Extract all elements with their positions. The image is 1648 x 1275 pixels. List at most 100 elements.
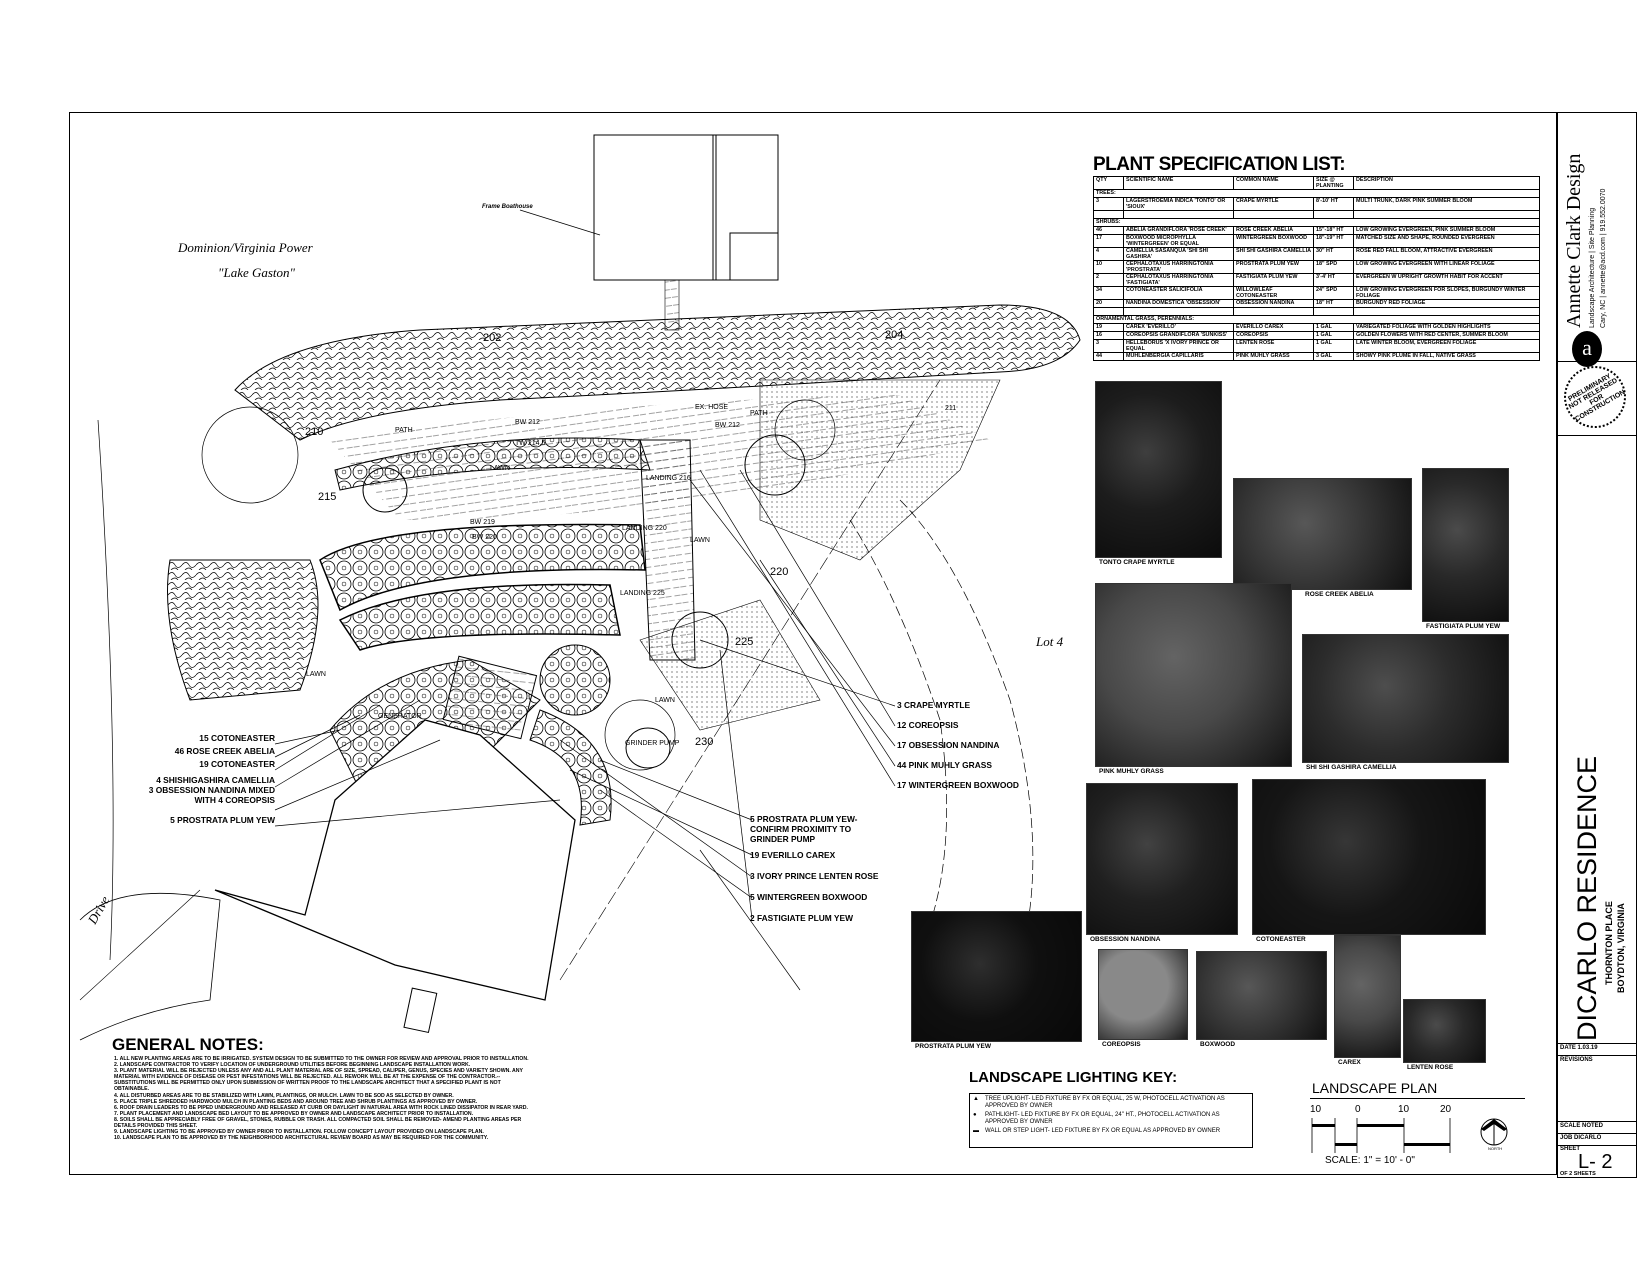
north-arrow-icon: [1480, 1118, 1508, 1146]
drive-label: Drive: [84, 893, 112, 927]
table-cell: 3: [1093, 339, 1124, 353]
plant-photo: [1403, 999, 1486, 1063]
project-title: DICARLO RESIDENCE: [1572, 755, 1602, 1041]
table-cell: SCIENTIFIC NAME: [1123, 176, 1234, 190]
table-cell: 2: [1093, 273, 1124, 287]
section-row: SHRUBS:: [1093, 218, 1540, 227]
table-cell: ROSE RED FALL BLOOM, ATTRACTIVE EVERGREE…: [1353, 247, 1540, 261]
table-cell: 3'-4' HT: [1313, 273, 1354, 287]
table-cell: 15"-18" HT: [1313, 226, 1354, 235]
callouts-right-top: 3 CRAPE MYRTLE 12 COREOPSIS 17 OBSESSION…: [897, 700, 1019, 790]
blank-row: [1093, 210, 1540, 219]
table-cell: BOXWOOD MICROPHYLLA 'WINTERGREEN' OR EQU…: [1123, 234, 1234, 248]
firm-name: Annette Clark Design: [1563, 153, 1585, 328]
table-cell: 46: [1093, 226, 1124, 235]
photo-caption: OBSESSION NANDINA: [1090, 936, 1161, 943]
table-cell: QTY: [1093, 176, 1124, 190]
architect-seal: PRELIMINARY NOT RELEASED FOR CONSTRUCTIO…: [1552, 354, 1638, 440]
callout-label: 19 COTONEASTER: [199, 759, 275, 769]
plant-photo: [1086, 783, 1238, 935]
callout-label: 3 IVORY PRINCE LENTEN ROSE: [750, 871, 879, 881]
blank-row: [1093, 307, 1540, 316]
photo-caption: COREOPSIS: [1102, 1041, 1141, 1048]
plan-label: BW 220: [472, 534, 497, 541]
lighting-key-title: LANDSCAPE LIGHTING KEY:: [969, 1069, 1178, 1086]
plant-photo: [1422, 468, 1509, 622]
callout-label: 2 FASTIGIATE PLUM YEW: [750, 913, 853, 923]
plant-photo: [1095, 583, 1292, 767]
firm-contact: Cary, NC | annette@acd.com | 919.552.007…: [1600, 188, 1607, 328]
plant-photo: [1302, 634, 1509, 763]
stairs: [639, 439, 696, 661]
plan-label: LAWN: [690, 537, 710, 544]
table-cell: LOW GROWING EVERGREEN FOR SLOPES, BURGUN…: [1353, 286, 1540, 300]
plan-label: PATH: [395, 427, 413, 434]
table-cell: LATE WINTER BLOOM, EVERGREEN FOLIAGE: [1353, 339, 1540, 353]
project-address-2: BOYDTON, VIRGINIA: [1616, 903, 1626, 993]
callout-label: 19 EVERILLO CAREX: [750, 850, 836, 860]
table-cell: 3 GAL: [1313, 352, 1354, 361]
boathouse: [593, 134, 717, 281]
table-cell: DESCRIPTION: [1353, 176, 1540, 190]
table-cell: CEPHALOTAXUS HARRINGTONIA 'FASTIGIATA': [1123, 273, 1234, 287]
table-cell: 24" SPD: [1313, 286, 1354, 300]
callout-label: 44 PINK MUHLY GRASS: [897, 760, 992, 770]
firm-services: Landscape Architecture | Site Planning: [1589, 207, 1596, 328]
table-cell: LAGERSTROEMIA INDICA 'TONTO' OR 'SIOUX': [1123, 197, 1234, 211]
photo-caption: COTONEASTER: [1256, 936, 1306, 943]
table-cell: 18" SPD: [1313, 260, 1354, 274]
callout-label: 5 WINTERGREEN BOXWOOD: [750, 892, 868, 902]
lake-label: "Lake Gaston": [218, 265, 296, 280]
photo-caption: SHI SHI GASHIRA CAMELLIA: [1306, 764, 1397, 771]
photo-caption: ROSE CREEK ABELIA: [1305, 591, 1374, 598]
table-cell: 1 GAL: [1313, 339, 1354, 353]
table-cell: 44: [1093, 352, 1124, 361]
plan-label: TW 214.5: [515, 440, 545, 447]
table-cell: COREOPSIS GRANDIFLORA 'SUNKISS': [1123, 331, 1234, 340]
revisions-field: REVISIONS: [1560, 1057, 1593, 1063]
lighting-key-row: ● PATHLIGHT- LED FIXTURE BY FX OR EQUAL,…: [973, 1112, 1252, 1125]
job-field: JOB DICARLO: [1560, 1135, 1602, 1141]
plan-label: GRINDER PUMP: [625, 740, 680, 747]
table-cell: PINK MUHLY GRASS: [1233, 352, 1314, 361]
scale-tick: 0: [1355, 1104, 1361, 1115]
table-cell: GOLDEN FLOWERS WITH RED CENTER, SUMMER B…: [1353, 331, 1540, 340]
photo-caption: PROSTRATA PLUM YEW: [915, 1043, 991, 1050]
section-label: SHRUBS:: [1093, 218, 1540, 227]
date-field: DATE 1.03.19: [1560, 1045, 1598, 1051]
table-cell: PROSTRATA PLUM YEW: [1233, 260, 1314, 274]
table-cell: LENTEN ROSE: [1233, 339, 1314, 353]
owner-label: Dominion/Virginia Power: [177, 240, 314, 255]
photo-caption: CAREX: [1338, 1059, 1361, 1066]
callouts-left: 15 COTONEASTER 46 ROSE CREEK ABELIA 19 C…: [100, 733, 275, 825]
callout-label: 3 OBSESSION NANDINA MIXED: [148, 785, 275, 795]
lighting-key-text: TREE UPLIGHT- LED FIXTURE BY FX OR EQUAL…: [985, 1096, 1225, 1109]
scale-text: SCALE: 1" = 10' - 0": [1325, 1155, 1415, 1166]
general-note: 1. ALL NEW PLANTING AREAS ARE TO BE IRRI…: [114, 1056, 529, 1062]
sheet-number: L- 2: [1578, 1151, 1613, 1173]
tree-uplight-triangle-icon: ▲: [973, 1096, 979, 1102]
lot-label: Lot 4: [1035, 634, 1064, 649]
contour-label: 220: [770, 566, 788, 578]
contour-label: 230: [695, 736, 713, 748]
table-cell: BURGUNDY RED FOLIAGE: [1353, 299, 1540, 308]
scale-tick: 10: [1310, 1104, 1322, 1115]
general-note: 7. PLANT PLACEMENT AND LANDSCAPE BED LAY…: [114, 1110, 474, 1117]
callout-label: CONFIRM PROXIMITY TO: [750, 824, 852, 834]
contour-label: 211: [945, 405, 956, 412]
boathouse-label: Frame Boathouse: [482, 204, 533, 210]
section-row: TREES:: [1093, 189, 1540, 198]
callout-label: 3 CRAPE MYRTLE: [897, 700, 971, 710]
plan-label: BW 219: [470, 519, 495, 526]
table-cell: 1 GAL: [1313, 331, 1354, 340]
contour-label: 202: [483, 332, 501, 344]
general-note: 8. SOILS SHALL BE APPRECIABLY FREE OF GR…: [114, 1116, 522, 1130]
plan-label: LAWN: [490, 465, 510, 472]
table-cell: 8'-10' HT: [1313, 197, 1354, 211]
